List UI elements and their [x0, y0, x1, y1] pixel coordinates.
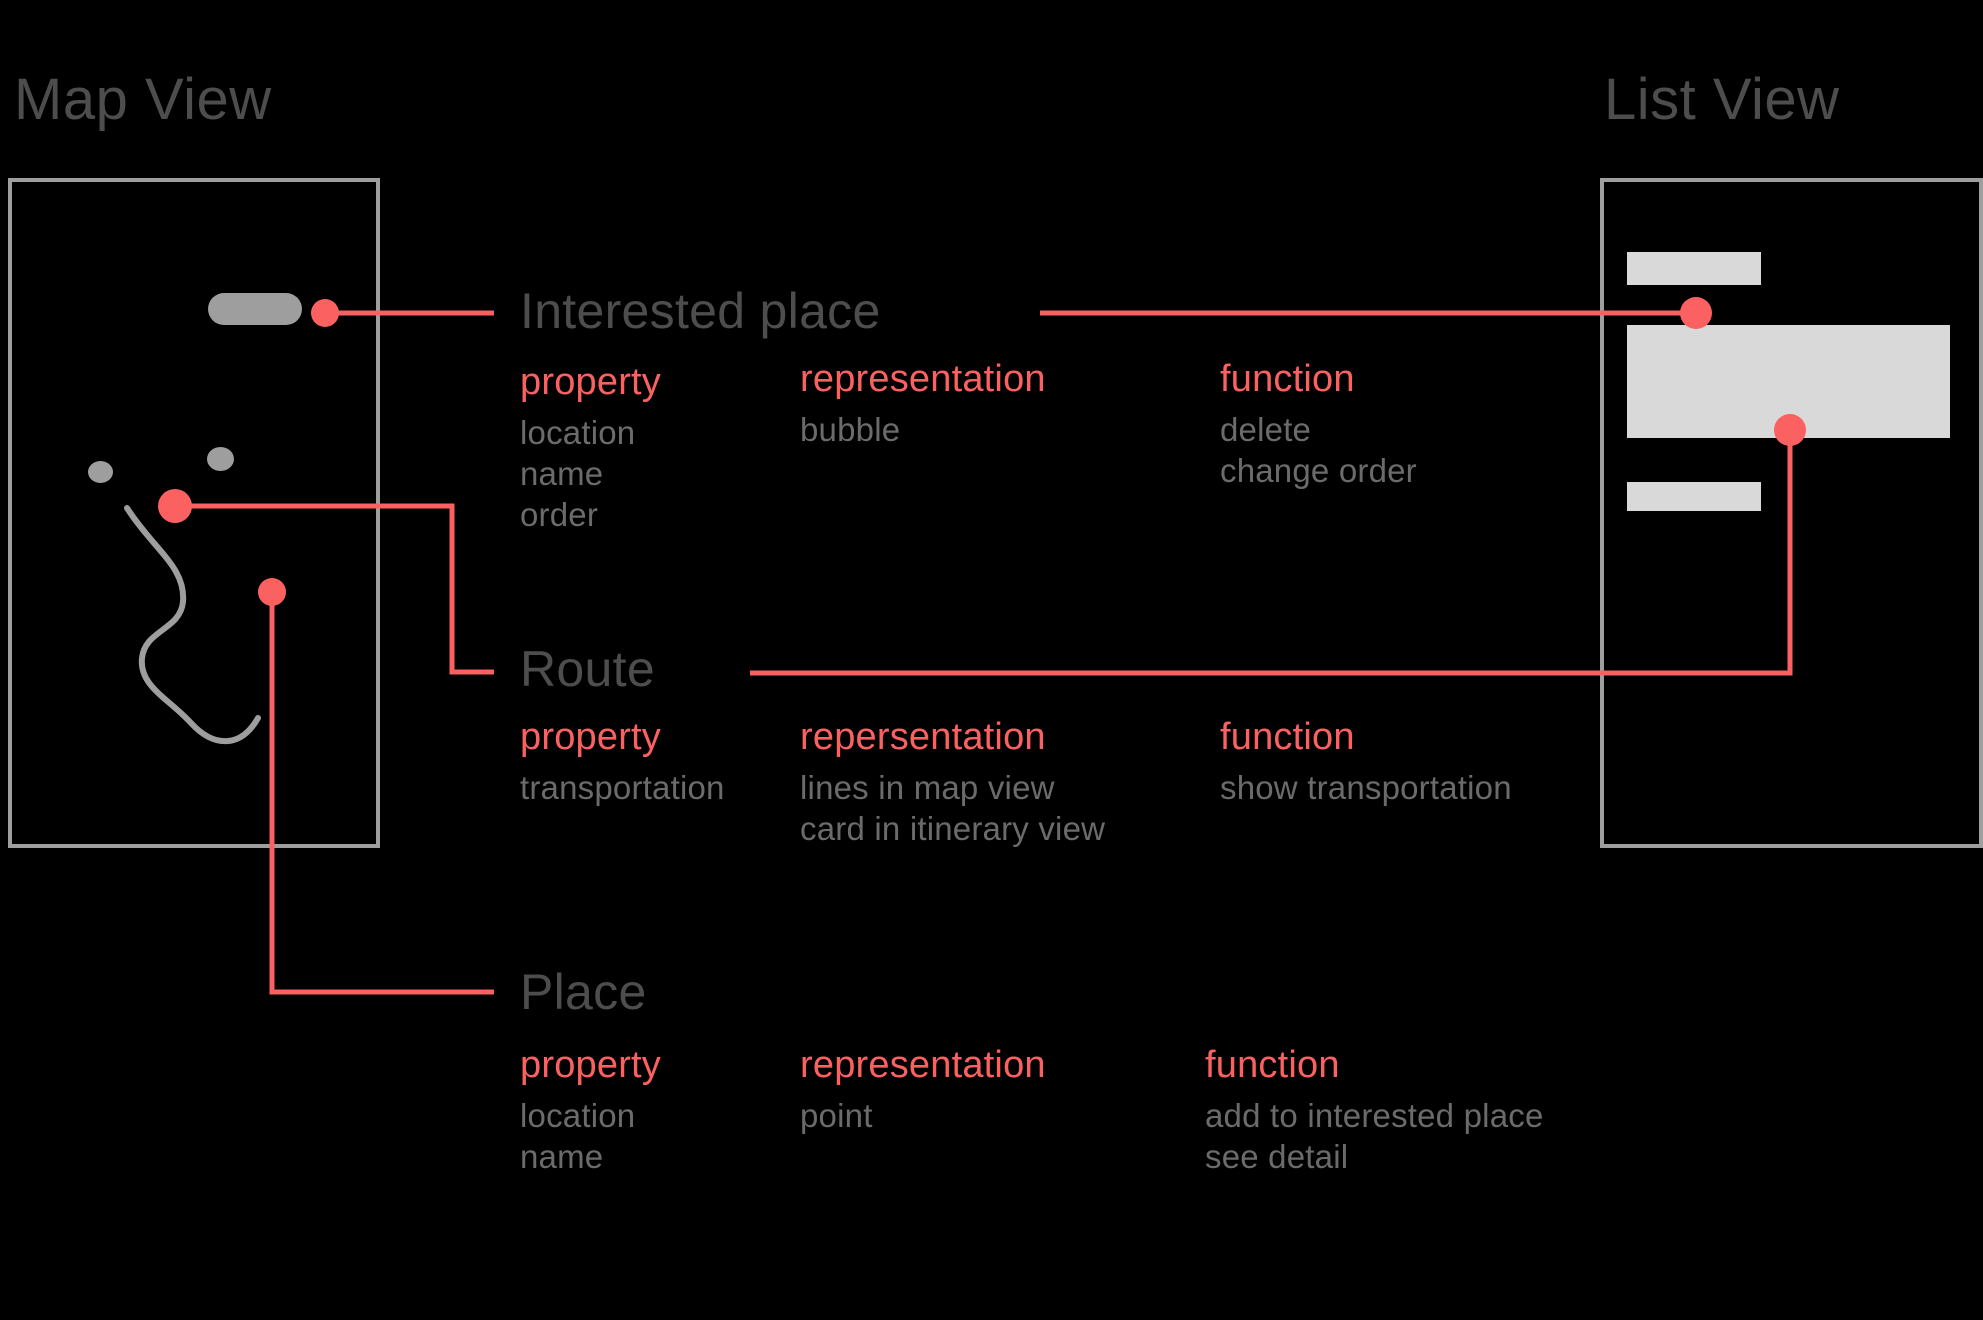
column-item: add to interested place [1205, 1096, 1544, 1134]
column-item: lines in map view [800, 768, 1055, 806]
route-polyline [124, 505, 261, 745]
column-item: bubble [800, 410, 901, 448]
column-interested-place-representation: representation bubble [800, 357, 1046, 451]
column-item: see detail [1205, 1137, 1349, 1175]
interested-place-bubble[interactable] [208, 293, 302, 325]
column-head-representation: representation [800, 358, 1046, 400]
section-heading-route: Route [520, 641, 655, 697]
column-place-function: function add to interested place see det… [1205, 1043, 1544, 1178]
column-interested-place-property: property location name order [520, 360, 661, 536]
column-item: name [520, 1137, 604, 1175]
map-view-title: Map View [14, 67, 272, 132]
column-route-representation: repersentation lines in map view card in… [800, 715, 1105, 850]
column-head-representation: repersentation [800, 716, 1046, 758]
column-item: name [520, 454, 604, 492]
column-item: location [520, 413, 636, 451]
column-interested-place-function: function delete change order [1220, 357, 1417, 492]
column-item: location [520, 1096, 636, 1134]
column-route-function: function show transportation [1220, 715, 1512, 809]
place-point-bottom[interactable] [207, 447, 234, 471]
column-head-function: function [1220, 716, 1355, 758]
column-item: show transportation [1220, 768, 1512, 806]
column-item: card in itinerary view [800, 809, 1106, 847]
place-point-top[interactable] [88, 461, 113, 483]
column-head-function: function [1220, 358, 1355, 400]
list-row-small-bottom[interactable] [1627, 482, 1761, 511]
column-item: transportation [520, 768, 725, 806]
section-heading-interested-place: Interested place [520, 283, 881, 339]
map-view-panel [8, 178, 380, 848]
list-view-panel [1600, 178, 1983, 848]
column-item: change order [1220, 451, 1417, 489]
column-head-representation: representation [800, 1044, 1046, 1086]
section-heading-place: Place [520, 964, 647, 1020]
column-item: point [800, 1096, 873, 1134]
column-route-property: property transportation [520, 715, 725, 809]
list-row-small-top[interactable] [1627, 252, 1761, 285]
column-place-representation: representation point [800, 1043, 1046, 1137]
list-view-title: List View [1604, 67, 1840, 132]
column-place-property: property location name [520, 1043, 661, 1178]
column-item: delete [1220, 410, 1312, 448]
column-head-property: property [520, 716, 662, 758]
column-head-property: property [520, 1044, 662, 1086]
column-head-function: function [1205, 1044, 1340, 1086]
list-row-large[interactable] [1627, 325, 1950, 438]
column-item: order [520, 495, 599, 533]
column-head-property: property [520, 361, 662, 403]
